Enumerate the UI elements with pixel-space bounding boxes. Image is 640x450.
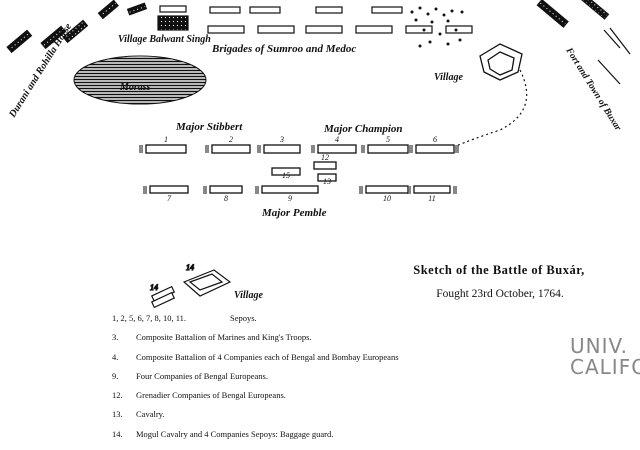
map-subtitle: Fought 23rd October, 1764. (436, 288, 564, 300)
label-durani-horse: Durani and Rohilla Horse (7, 21, 75, 120)
label-fort: Fort and Town of Buxar (563, 45, 623, 133)
legend-text: Grenadier Companies of Bengal Europeans. (136, 390, 286, 401)
baggage-number-right: 14 (186, 263, 194, 272)
legend-item: 4. Composite Battalion of 4 Companies eac… (112, 351, 572, 370)
legend-item: 9. Four Companies of Bengal Europeans. (112, 370, 572, 389)
river-banks (536, 0, 631, 85)
unit-number-6: 6 (433, 135, 437, 144)
rear-line: 7 8 9 10 11 (143, 185, 457, 203)
legend-key: 1, 2, 5, 6, 7, 8, 10, 11. (112, 313, 187, 323)
library-stamp: UNIV. CALIFO (570, 334, 640, 379)
unit-number-9: 9 (288, 194, 292, 203)
unit-7 (149, 185, 189, 194)
unit-number-5: 5 (386, 135, 390, 144)
legend-key: 13. (112, 409, 123, 420)
unit-number-10: 10 (383, 194, 391, 203)
unit-number-3: 3 (279, 135, 284, 144)
unit-number-12: 12 (321, 153, 329, 162)
legend-item: 13. Cavalry. (112, 408, 572, 427)
unit-9 (261, 185, 319, 194)
unit-6 (415, 144, 455, 154)
legend-item: 14. Mogul Cavalry and 4 Companies Sepoys:… (112, 428, 572, 447)
legend-item: 12. Grenadier Companies of Bengal Europea… (112, 389, 572, 408)
label-pemble: Major Pemble (261, 207, 327, 219)
baggage-number-left: 14 (150, 283, 158, 292)
brigades-top-row (157, 5, 473, 34)
label-stibbert: Major Stibbert (175, 121, 243, 133)
unit-8 (209, 185, 243, 194)
label-brigades: Brigades of Sumroo and Medoc (211, 43, 356, 55)
unit-10 (365, 185, 409, 194)
legend-text: Mogul Cavalry and 4 Companies Sepoys: Ba… (136, 428, 334, 439)
unit-number-15: 15 (282, 171, 290, 180)
unit-1 (145, 144, 187, 154)
unit-number-11: 11 (428, 194, 435, 203)
legend-list: 1, 2, 5, 6, 7, 8, 10, 11. Sepoys. 3. Compo… (112, 312, 572, 447)
unit-number-1: 1 (164, 135, 168, 144)
legend-key: 12. (112, 390, 123, 401)
legend-text: Composite Battalion of 4 Companies each … (136, 351, 399, 362)
label-village-top: Village (434, 72, 463, 83)
legend-item: 1, 2, 5, 6, 7, 8, 10, 11. Sepoys. (112, 312, 572, 331)
unit-15 (271, 167, 301, 176)
unit-number-2: 2 (229, 135, 233, 144)
label-village-balwant: Village Balwant Singh (118, 34, 211, 45)
unit-12 (313, 161, 337, 170)
legend-item: 3. Composite Battalion of Marines and Kin… (112, 331, 572, 350)
unit-number-8: 8 (224, 194, 228, 203)
legend-text: Sepoys. (230, 313, 257, 323)
legend-key: 4. (112, 351, 119, 362)
unit-number-13: 13 (323, 177, 331, 186)
stamp-line: CALIFO (570, 355, 640, 379)
label-morass: Morass (119, 82, 151, 93)
fort-buxar (479, 43, 523, 81)
baggage-guard: 14 14 (149, 262, 232, 309)
march-route (455, 69, 528, 147)
label-champion: Major Champion (323, 123, 403, 135)
durani-cavalry (6, 0, 148, 54)
legend-text: Four Companies of Bengal Europeans. (136, 370, 268, 381)
middle-line: 15 12 13 (271, 153, 337, 186)
label-village-legend: Village (234, 290, 263, 301)
unit-5 (367, 144, 409, 154)
map-title: Sketch of the Battle of Buxár, (413, 263, 585, 277)
unit-11 (413, 185, 451, 194)
unit-number-7: 7 (167, 194, 172, 203)
legend-key: 14. (112, 428, 123, 439)
front-line: 1 2 3 4 5 6 (139, 135, 459, 154)
unit-4 (317, 144, 357, 154)
legend-text: Composite Battalion of Marines and King'… (136, 332, 312, 343)
morass (73, 55, 207, 105)
legend-text: Cavalry. (136, 409, 165, 420)
stamp-line: UNIV. (570, 334, 628, 358)
unit-3 (263, 144, 301, 154)
unit-number-4: 4 (335, 135, 339, 144)
legend-key: 3. (112, 332, 119, 343)
village-stipple (410, 6, 464, 48)
unit-2 (211, 144, 251, 154)
legend-key: 9. (112, 370, 119, 381)
unit-13 (317, 173, 337, 182)
